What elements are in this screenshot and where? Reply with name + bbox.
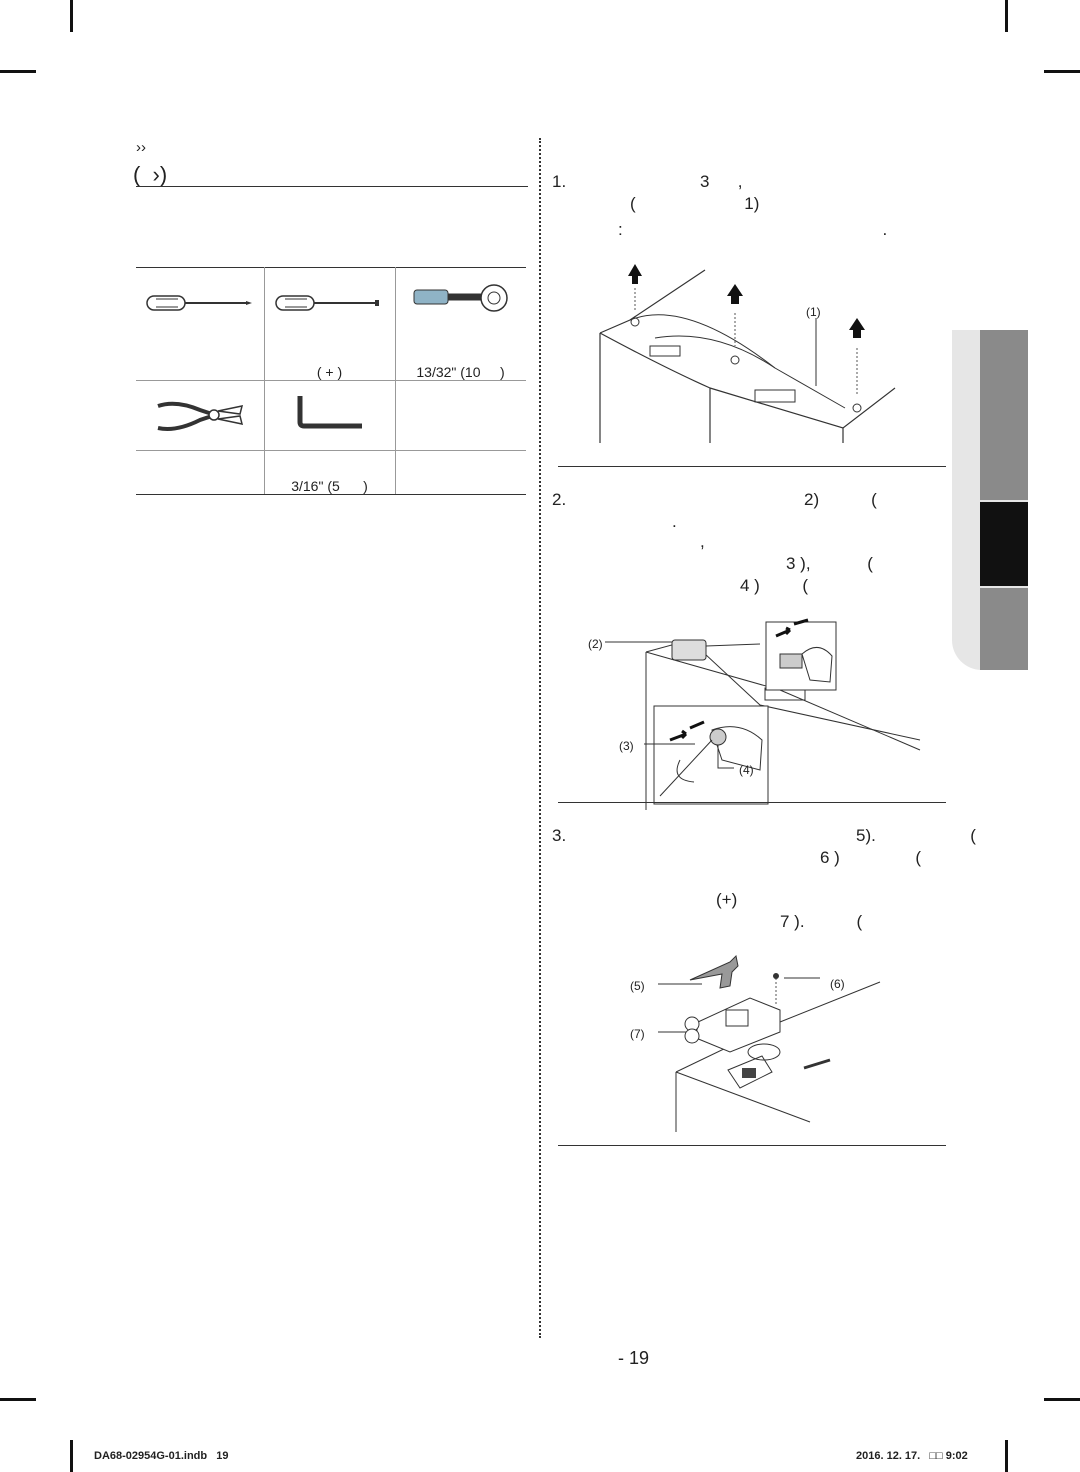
step-text: 3 , [700,172,743,191]
tool-label: 3/16" (5 ) [291,478,368,494]
phillips-screwdriver-icon [146,295,252,311]
step-text: 5). ( [856,826,976,845]
pliers-icon [157,401,244,431]
step-text: ( 1) [630,194,760,213]
callout-label: (4) [739,763,754,777]
hinge-removal-illustration [658,954,881,1132]
step-divider [558,466,946,467]
side-tab-inactive [980,588,1028,670]
step-text: . [672,512,677,531]
tool-label: 13/32" (10 ) [416,364,505,380]
crop-mark [1044,1398,1080,1401]
callout-label: (7) [630,1027,645,1041]
crop-mark [0,1398,36,1401]
footer-file: DA68-02954G-01.indb 19 [94,1450,229,1462]
step-text: 6 ) ( [820,848,922,867]
heading-rule [136,186,528,187]
section-subheading: ›› [136,139,146,156]
step-text: 4 ) ( [740,576,809,595]
callout-label: (3) [619,739,634,753]
step-text: (+) [716,890,738,909]
side-tab-inactive [980,330,1028,500]
section-heading: ( ›) [133,162,168,187]
tool-label: ( + ) [316,364,343,380]
step-text: , [700,532,705,551]
step-number: 2. [552,490,567,509]
hinge-wire-disconnect-illustration [605,618,921,810]
page-number: - 19 [618,1348,650,1368]
step-divider [558,802,946,803]
hex-key-icon [297,396,362,429]
crop-mark [1044,70,1080,73]
crop-mark [0,70,36,73]
callout-label: (6) [830,977,845,991]
callout-label: (5) [630,979,645,993]
crop-mark [70,1440,73,1472]
side-tab-active [980,502,1028,586]
footer-date: 2016. 12. 17. □□ 9:02 [856,1450,968,1462]
callout-label: (2) [588,637,603,651]
step-text: 7 ). ( [780,912,863,931]
step-text: 2) ( [804,490,877,509]
top-cover-removal-illustration [599,264,896,443]
step-divider [558,1145,946,1146]
crop-mark [1005,0,1008,32]
socket-wrench-icon [413,284,508,312]
flat-screwdriver-icon [275,295,379,311]
crop-mark [70,0,73,32]
step-text: : . [618,220,888,239]
callout-label: (1) [806,305,821,319]
crop-mark [1005,1440,1008,1472]
step-number: 3. [552,826,567,845]
column-divider [539,138,541,1338]
step-text: 3 ), ( [786,554,873,573]
step-number: 1. [552,172,567,191]
